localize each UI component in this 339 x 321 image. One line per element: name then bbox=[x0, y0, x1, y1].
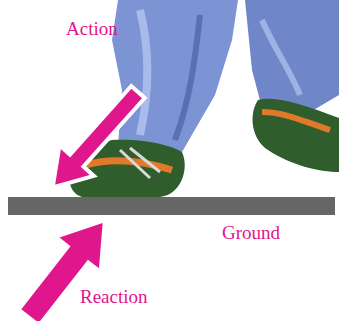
shoe-laces bbox=[120, 148, 160, 178]
arrow-label: Action bbox=[66, 18, 118, 40]
jeans-highlight bbox=[140, 10, 148, 135]
shoe bbox=[253, 99, 339, 172]
action-arrow bbox=[36, 77, 156, 203]
ground-bar bbox=[8, 197, 335, 215]
shoe-stripe bbox=[86, 161, 172, 170]
arrow-label: Reaction bbox=[80, 286, 148, 308]
jeans-fold bbox=[175, 15, 200, 140]
arrow-label: Ground bbox=[222, 222, 280, 244]
jeans-highlight bbox=[262, 20, 300, 95]
jeans-leg bbox=[112, 0, 238, 152]
shoe-stripe bbox=[262, 112, 330, 130]
